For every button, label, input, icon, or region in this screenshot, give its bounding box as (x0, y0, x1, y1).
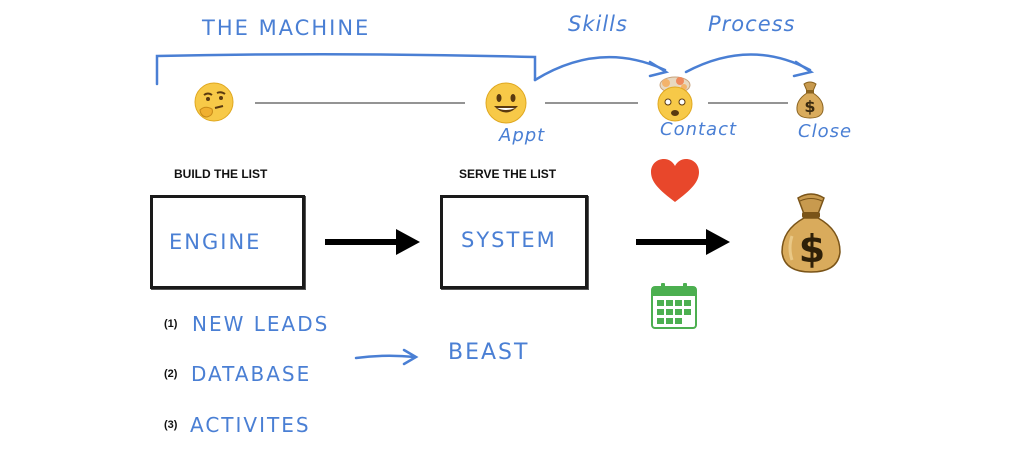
process-label: Process (708, 12, 796, 36)
list-item-activites: ACTIVITES (190, 413, 311, 437)
list-number-3: (3) (164, 419, 178, 431)
engine-box: ENGINE (150, 195, 305, 289)
skills-curve-arrow (533, 55, 667, 82)
machine-label: THE MACHINE (202, 16, 371, 40)
list-number-2: (2) (164, 368, 178, 380)
list-item-database: DATABASE (191, 362, 312, 386)
beast-arrowhead (402, 348, 419, 366)
appt-label: Appt (499, 125, 546, 146)
svg-text:$: $ (804, 97, 815, 116)
calendar-icon (651, 283, 697, 334)
contact-label: Contact (660, 119, 738, 140)
large-money-bag-icon: $ (778, 192, 844, 281)
svg-text:$: $ (799, 227, 825, 271)
skills-arrowhead (648, 60, 670, 78)
engine-to-system-arrowhead (396, 229, 420, 255)
system-box: SYSTEM (440, 195, 588, 289)
process-arrowhead (792, 60, 815, 78)
close-label: Close (798, 121, 853, 142)
build-heading: BUILD THE LIST (174, 167, 268, 181)
engine-label: ENGINE (169, 230, 262, 254)
process-curve-arrow (684, 53, 812, 74)
heart-icon (649, 158, 701, 209)
small-money-bag-icon: $ (794, 80, 826, 125)
machine-bracket (155, 52, 537, 86)
system-label: SYSTEM (461, 228, 557, 252)
thinking-face-icon (193, 81, 235, 128)
system-to-money-arrowhead (706, 229, 730, 255)
list-item-new-leads: NEW LEADS (192, 312, 330, 336)
smiley-face-icon (484, 81, 528, 130)
beast-label: BEAST (448, 340, 530, 365)
beast-arrow (354, 354, 417, 360)
exploding-head-icon (652, 75, 698, 128)
skills-label: Skills (568, 12, 628, 36)
list-number-1: (1) (164, 318, 178, 330)
serve-heading: SERVE THE LIST (459, 167, 557, 181)
